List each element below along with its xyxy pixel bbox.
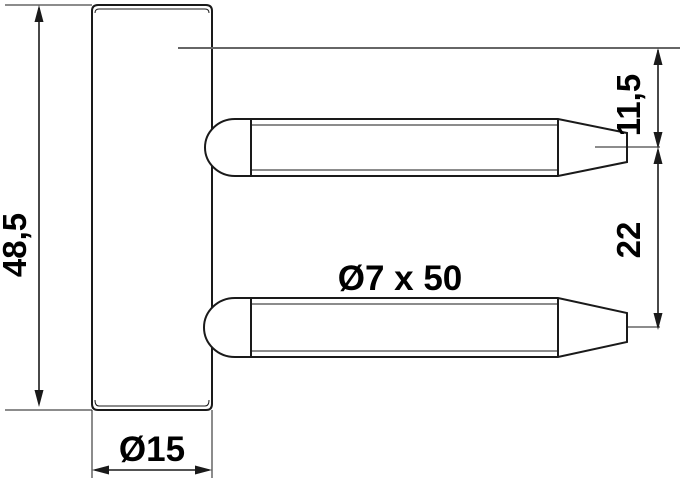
label-pin-spec: Ø7 x 50	[338, 259, 463, 298]
dimension-label-11-5: 11,5	[610, 74, 647, 136]
dimension-upper-offset: 11,5	[610, 48, 663, 149]
dimension-label-d15: Ø15	[119, 430, 185, 469]
upper-pin-outline	[204, 118, 628, 177]
dimension-plate-height: 48,5	[0, 5, 44, 407]
dimension-pin-spacing: 22	[610, 147, 663, 330]
upper-pin-geometry	[204, 118, 628, 177]
reference-lines	[5, 4, 680, 478]
plate-inner-edge-bottom	[94, 399, 210, 407]
dimension-label-48-5: 48,5	[0, 213, 33, 277]
lower-pin-outline	[203, 297, 628, 358]
plate-inner-edge-top	[94, 8, 210, 14]
arrow-head-up-22	[653, 147, 663, 164]
arrow-head-down-11-5	[653, 132, 663, 149]
dimension-label-22: 22	[610, 222, 647, 259]
dimension-label-pin-spec: Ø7 x 50	[338, 259, 463, 298]
arrow-head-left-d15	[92, 465, 109, 475]
dimension-plate-width: Ø15	[92, 430, 212, 475]
arrow-head-right-d15	[195, 465, 212, 475]
flange-plate-geometry	[91, 4, 213, 411]
arrow-head-down-48-5	[34, 390, 44, 407]
arrow-head-down-22	[653, 313, 663, 330]
plate-outline	[91, 4, 213, 411]
lower-pin-geometry	[203, 297, 628, 358]
arrow-head-up-11-5	[653, 48, 663, 65]
arrow-head-up-48-5	[34, 5, 44, 22]
